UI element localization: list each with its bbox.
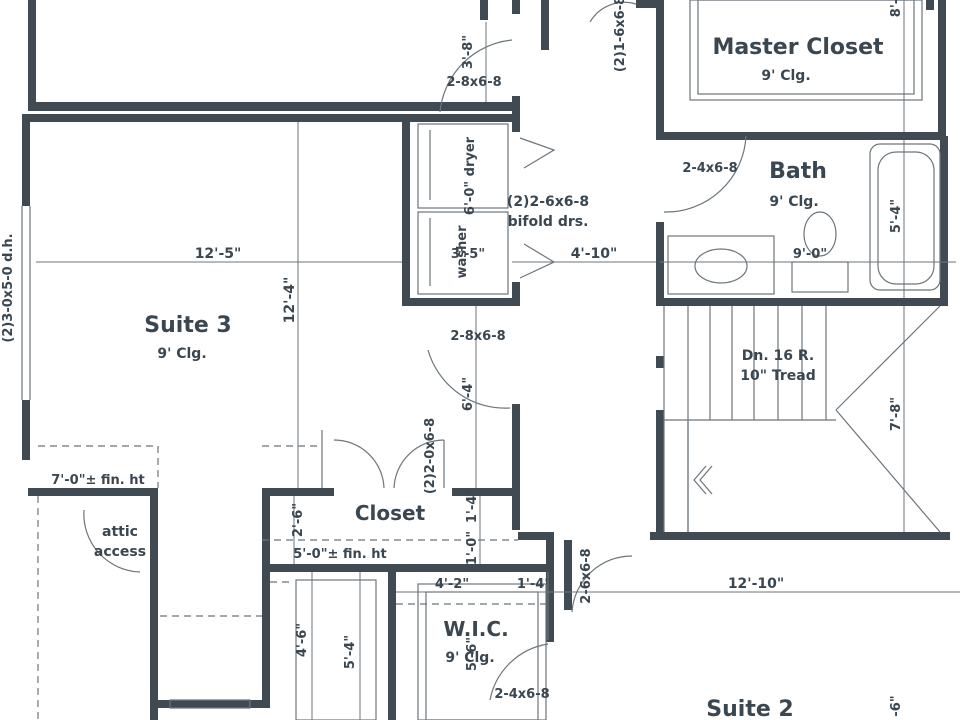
room-name-bath: Bath bbox=[769, 159, 827, 184]
room-ceiling-wic: 9' Clg. bbox=[445, 650, 494, 666]
dim-1-4-v: 1'-4" bbox=[465, 489, 480, 523]
door-label-6: 2-6x6-8 bbox=[579, 548, 594, 603]
door-label-2: (2)1-6x6-8 bbox=[613, 0, 628, 72]
dim-4-6: 4'-6" bbox=[295, 623, 310, 657]
attic-note: attic bbox=[102, 524, 138, 540]
room-name-master-closet: Master Closet bbox=[712, 35, 884, 60]
dim-3-8: 3'-8" bbox=[461, 35, 476, 69]
dim-3-5: 3'-5" bbox=[451, 247, 485, 262]
window-note: (2)3-0x5-0 d.h. bbox=[1, 233, 16, 342]
fin-ht-note-a: 7'-0"± fin. ht bbox=[51, 473, 144, 488]
room-labels: Master Closet 9' Clg. Bath 9' Clg. Suite… bbox=[144, 35, 884, 720]
door-label-4: 2-8x6-8 bbox=[450, 329, 505, 344]
door-label-5: (2)2-0x6-8 bbox=[423, 418, 438, 494]
door-label-7: 2-4x6-8 bbox=[494, 687, 549, 702]
dim-9-0: 9'-0" bbox=[793, 247, 827, 262]
room-name-suite-2: Suite 2 bbox=[706, 697, 793, 720]
dimension-labels: 3'-8" 8'- 12'-5" 4'-10" 3'-5" 12'-4" 5'-… bbox=[195, 0, 904, 717]
bifold-note: (2)2-6x6-8 bbox=[507, 194, 589, 210]
walls bbox=[22, 0, 950, 720]
dim-4-10: 4'-10" bbox=[571, 246, 618, 262]
access-note: access bbox=[94, 544, 146, 560]
dim-1-0: 1'-0" bbox=[465, 531, 480, 565]
washer-note: washer bbox=[455, 225, 470, 279]
room-name-suite-3: Suite 3 bbox=[144, 313, 231, 338]
dryer-note: 6'-0" dryer bbox=[463, 136, 478, 215]
tread-note: 10" Tread bbox=[740, 368, 816, 384]
door-label-3: 2-4x6-8 bbox=[682, 161, 737, 176]
details bbox=[21, 0, 941, 720]
dim-5-4-tub: 5'-4" bbox=[889, 199, 904, 233]
dim-12-5: 12'-5" bbox=[195, 246, 242, 262]
dim-6-4: 6'-4" bbox=[461, 377, 476, 411]
fin-ht-note-b: 5'-0"± fin. ht bbox=[293, 547, 386, 562]
dim-7-8: 7'-8" bbox=[889, 397, 904, 431]
room-name-closet: Closet bbox=[355, 501, 426, 525]
dimension-lines bbox=[36, 0, 960, 720]
dim-8: 8'- bbox=[889, 0, 904, 17]
room-name-wic: W.I.C. bbox=[443, 617, 508, 641]
room-ceiling-bath: 9' Clg. bbox=[769, 194, 818, 210]
dim-6-bottom: -6" bbox=[889, 695, 904, 716]
dim-2-6: 2'-6" bbox=[291, 503, 306, 537]
dim-12-10: 12'-10" bbox=[728, 576, 784, 592]
dim-4-2: 4'-2" bbox=[435, 577, 469, 592]
dim-5-6: 5'-6" bbox=[465, 637, 480, 671]
dim-12-4: 12'-4" bbox=[282, 277, 298, 324]
notes: Dn. 16 R. 10" Tread (2)2-6x6-8 bifold dr… bbox=[1, 136, 816, 562]
room-ceiling-suite-3: 9' Clg. bbox=[157, 346, 206, 362]
room-ceiling-master-closet: 9' Clg. bbox=[761, 68, 810, 84]
bifold-note-2: bifold drs. bbox=[508, 214, 589, 230]
dim-1-4-h: 1'-4" bbox=[517, 577, 551, 592]
door-labels: 2-8x6-8 (2)1-6x6-8 2-4x6-8 2-8x6-8 (2)2-… bbox=[423, 0, 738, 702]
dim-5-4: 5'-4" bbox=[343, 635, 358, 669]
stairs-note: Dn. 16 R. bbox=[742, 348, 815, 364]
door-label-1: 2-8x6-8 bbox=[446, 75, 501, 90]
